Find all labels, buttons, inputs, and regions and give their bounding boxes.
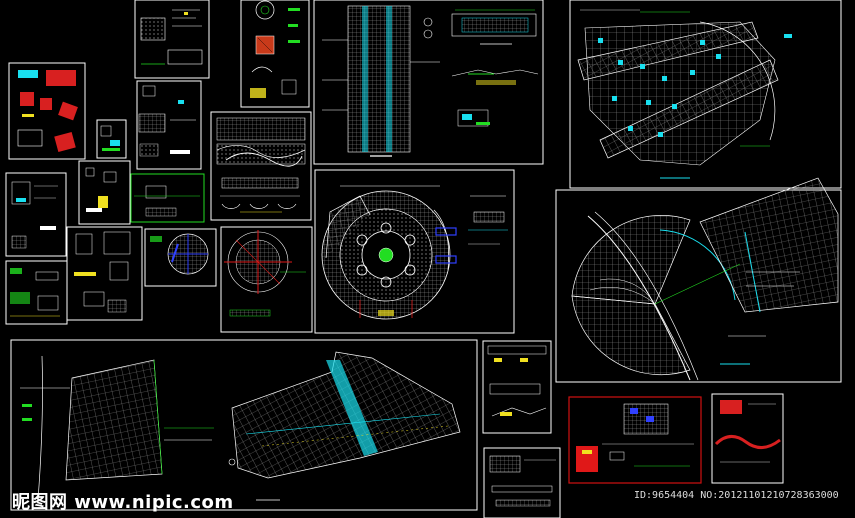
sheet-detail-e bbox=[5, 172, 67, 257]
sheet-red-blocks bbox=[8, 62, 86, 160]
sheet-round-detail bbox=[144, 228, 217, 287]
sheet-green-detail bbox=[130, 173, 205, 223]
watermark-id: ID:9654404 NO:20121101210728363000 bbox=[634, 490, 839, 501]
sheet-circular-plaza bbox=[314, 169, 515, 334]
sheet-fan-plaza bbox=[555, 177, 842, 383]
sheet-detail-h bbox=[5, 260, 68, 325]
watermark-site: 昵图网 www.nipic.com bbox=[12, 492, 234, 513]
sheet-detail-a bbox=[134, 0, 210, 79]
sheet-red-frame bbox=[568, 396, 702, 484]
sheet-wave-paving bbox=[210, 111, 312, 221]
sheet-detail-j bbox=[483, 447, 561, 518]
sheet-detail-d bbox=[96, 119, 127, 159]
sheet-paving-plan bbox=[10, 339, 478, 511]
sheet-detail-k bbox=[711, 393, 784, 484]
sheet-red-circle bbox=[220, 226, 313, 333]
sheet-plaza-plan bbox=[569, 0, 842, 189]
sheet-paving-strip bbox=[313, 0, 544, 165]
sheet-detail-b bbox=[240, 0, 310, 108]
sheet-detail-g bbox=[66, 226, 143, 321]
sheet-detail-i bbox=[482, 340, 552, 434]
sheet-detail-f bbox=[78, 160, 131, 225]
sheet-detail-c bbox=[136, 80, 202, 170]
